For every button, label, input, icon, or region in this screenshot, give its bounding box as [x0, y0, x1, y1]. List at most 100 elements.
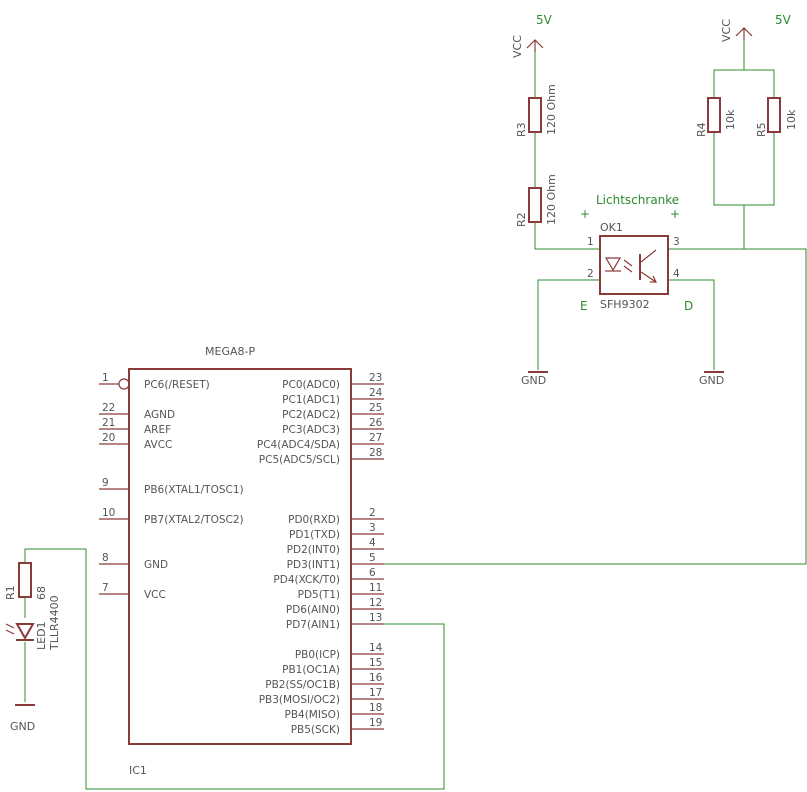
ic1-right-pin-name: PD1(TXD) — [289, 529, 340, 541]
ic1-left-pin-name: PB6(XTAL1/TOSC1) — [144, 484, 244, 496]
ok1-pin4-label: 4 — [673, 268, 680, 280]
r4: R4 10k — [695, 97, 737, 137]
wire-ok-pin4-to-gnd — [668, 279, 715, 370]
r3: R3 120 Ohm — [515, 84, 558, 137]
ic1-right-pin-number: 11 — [369, 582, 382, 594]
ic1-right-pin-name: PC1(ADC1) — [282, 394, 340, 406]
r4-value-label: 10k — [724, 109, 737, 130]
ic1-right-pin-name: PB0(ICP) — [295, 649, 340, 661]
ok1-label-e: E — [580, 299, 588, 313]
ic1-left-pins: 1PC6(/RESET)22AGND21AREF20AVCC9PB6(XTAL1… — [99, 372, 244, 601]
ic1-left-pin-name: AVCC — [144, 439, 172, 451]
wire-ok-pin2-to-gnd — [537, 279, 600, 370]
ic1-left-pin-number: 7 — [102, 582, 109, 594]
gnd-ok-left: GND — [521, 371, 548, 387]
ic1-right-pin-number: 26 — [369, 417, 383, 429]
ic1-right-pin-name: PD2(INT0) — [287, 544, 340, 556]
r2-ref-label: R2 — [515, 212, 528, 227]
ic1-right-pin-number: 16 — [369, 672, 383, 684]
ic1-right-pin-number: 2 — [369, 507, 376, 519]
wires — [24, 40, 807, 790]
ok1-pin1-label: 1 — [587, 236, 594, 248]
ic1-right-pin-name: PB5(SCK) — [291, 724, 340, 736]
ic1-right-pin-number: 28 — [369, 447, 382, 459]
ic1-left-pin-name: AGND — [144, 409, 175, 421]
ok1-emitter-arrow — [650, 275, 657, 283]
r5-body — [767, 97, 781, 133]
r5-value-label: 10k — [785, 109, 798, 130]
ok1-ref-label: OK1 — [600, 221, 623, 234]
ic1-body — [128, 368, 352, 745]
r5: R5 10k — [755, 97, 798, 137]
r2: R2 120 Ohm — [515, 174, 558, 227]
ic1-left-pin-number: 22 — [102, 402, 115, 414]
wire-vcc-to-r4-r5 — [713, 40, 745, 98]
ic1-right-pin-number: 13 — [369, 612, 382, 624]
ic1-right-pin-name: PC4(ADC4/SDA) — [257, 439, 340, 451]
ic1-left-pin-name: VCC — [144, 589, 166, 601]
ok1-pin2-label: 2 — [587, 268, 594, 280]
ic1-right-pin-number: 5 — [369, 552, 376, 564]
ic1-right-pin-number: 19 — [369, 717, 382, 729]
ic1-right-pin-name: PD0(RXD) — [288, 514, 340, 526]
r3-ref-label: R3 — [515, 122, 528, 137]
wire-r4-bottom — [713, 132, 775, 206]
ic1-right-pin-name: PD6(AIN0) — [286, 604, 340, 616]
vcc-right: VCC 5V — [720, 13, 792, 42]
ic1-right-pin-name: PC2(ADC2) — [282, 409, 340, 421]
ic1-right-pin-number: 27 — [369, 432, 382, 444]
ic1-right-pin-number: 12 — [369, 597, 382, 609]
r3-value-label: 120 Ohm — [545, 84, 558, 135]
ic1-part-label: MEGA8-P — [205, 345, 255, 358]
ok1-led-triangle — [604, 257, 622, 272]
r3-body — [528, 97, 542, 133]
ic1-left-pin-name: PB7(XTAL2/TOSC2) — [144, 514, 244, 526]
ok1-part-label: SFH9302 — [600, 298, 650, 311]
wire-r2-to-ok-pin1 — [534, 222, 600, 250]
ic1-right-pin-number: 15 — [369, 657, 382, 669]
ok1-body — [599, 235, 669, 295]
ok1-title: Lichtschranke — [596, 193, 679, 207]
r1-ref-label: R1 — [4, 585, 17, 600]
r4-ref-label: R4 — [695, 122, 708, 137]
ic1-right-pin-number: 14 — [369, 642, 383, 654]
ic1-left-pin-number: 8 — [102, 552, 109, 564]
ic1-right-pin-number: 3 — [369, 522, 376, 534]
ic1-right-pin-number: 17 — [369, 687, 382, 699]
ic1-left-pin-name: PC6(/RESET) — [144, 379, 210, 391]
r2-body — [528, 187, 542, 223]
ic1-right-pin-name: PB4(MISO) — [285, 709, 341, 721]
ic1-right-pin-number: 6 — [369, 567, 376, 579]
ic1-right-pin-name: PC5(ADC5/SCL) — [259, 454, 340, 466]
ic1-left-pin-number: 10 — [102, 507, 115, 519]
ok1-label-d: D — [684, 299, 693, 313]
r4-body — [707, 97, 721, 133]
ic1-left-pin-number: 21 — [102, 417, 115, 429]
r1-body — [18, 562, 32, 598]
ok1-plus-left: + — [580, 207, 590, 221]
ic1-right-pin-name: PB1(OC1A) — [282, 664, 340, 676]
r2-value-label: 120 Ohm — [545, 174, 558, 225]
ok1: Lichtschranke + + OK1 1 2 3 4 SFH9302 E … — [580, 193, 693, 313]
ic1-right-pin-number: 24 — [369, 387, 383, 399]
gnd-ok-right: GND — [699, 371, 724, 387]
ic1-right-pin-name: PD7(AIN1) — [286, 619, 340, 631]
gnd-ok-right-label: GND — [699, 374, 724, 387]
ic1-right-pin-name: PC0(ADC0) — [282, 379, 340, 391]
gnd-ok-left-label: GND — [521, 374, 546, 387]
ok1-plus-right: + — [670, 207, 680, 221]
ic1-right-pin-name: PB3(MOSI/OC2) — [259, 694, 340, 706]
ic1-right-pin-name: PB2(SS/OC1B) — [265, 679, 340, 691]
ok1-transistor-collector — [640, 249, 657, 263]
ic1-right-pin-name: PD3(INT1) — [287, 559, 340, 571]
led1-value-label: TLLR4400 — [48, 595, 61, 651]
ic1-right-pin-number: 25 — [369, 402, 382, 414]
led1: LED1 TLLR4400 — [5, 595, 61, 651]
ic1: MEGA8-P IC1 1PC6(/RESET)22AGND21AREF20AV… — [99, 345, 384, 777]
ok1-ray-1 — [623, 259, 633, 267]
r5-ref-label: R5 — [755, 122, 768, 137]
wire-pd7-to-r1 — [24, 548, 445, 790]
ic1-right-pin-name: PC3(ADC3) — [282, 424, 340, 436]
gnd-led: GND — [10, 704, 35, 733]
ic1-reset-bubble — [118, 378, 130, 390]
